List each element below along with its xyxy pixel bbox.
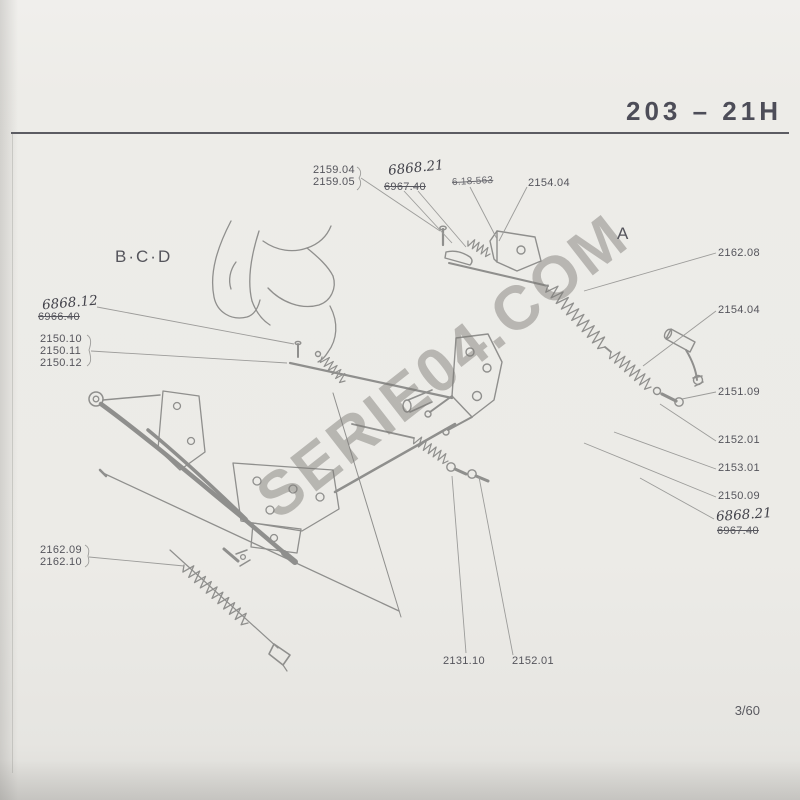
part-number: 2152.01: [512, 655, 554, 667]
bolt: [660, 392, 678, 403]
frame-tube: [333, 422, 457, 494]
superseded-part-number: 6967.40: [717, 525, 759, 537]
clevis: [222, 547, 240, 563]
top-linkage: [439, 225, 684, 407]
bracket-2150: [86, 334, 92, 367]
part-number: 2150.10: [40, 333, 82, 345]
bracket-2162: [84, 544, 90, 568]
bolt: [446, 462, 456, 472]
mounting-plate: [232, 462, 340, 532]
pull-rod: [169, 549, 279, 649]
washer: [652, 386, 662, 396]
leader-lines: [84, 166, 717, 656]
label-group-2162: 2162.09 2162.10: [40, 544, 82, 568]
pull-rod-spring: [182, 564, 249, 626]
part-number: 2153.01: [718, 462, 760, 474]
rod-hook: [268, 643, 291, 666]
clutch-rod: [448, 262, 549, 287]
return-spring-large: [545, 284, 606, 350]
cable: [332, 392, 402, 618]
bracket-plate: [496, 230, 542, 272]
view-label-a: A: [617, 224, 631, 243]
right-lever-part: [663, 328, 704, 387]
bolt: [467, 469, 477, 479]
small-spring: [467, 239, 491, 258]
page-number: 3/60: [734, 703, 760, 718]
center-spring: [413, 436, 449, 465]
part-number: 2162.09: [40, 544, 82, 556]
small-plate: [250, 522, 302, 554]
scan-shadow-left: [0, 0, 18, 800]
fold-line: [12, 133, 13, 773]
view-label-bcd: B·C·D: [115, 247, 173, 266]
label-group-2150: 2150.10 2150.11 2150.12: [40, 333, 82, 369]
body-outline: [211, 220, 337, 363]
pedal-arm-2: [146, 428, 248, 521]
part-number: 2162.08: [718, 247, 760, 259]
part-number: 2151.09: [718, 386, 760, 398]
part-number: 2159.05: [313, 176, 355, 188]
bracket-2159: [356, 166, 362, 191]
part-number: 2154.04: [528, 177, 570, 189]
part-number: 2131.10: [443, 655, 485, 667]
superseded-part-number: 6966.40: [38, 311, 80, 323]
pivot-boss: [88, 391, 104, 407]
pedal-assembly: [88, 390, 402, 672]
torque-rod: [288, 361, 454, 400]
long-rod: [102, 472, 400, 612]
part-number: 2154.04: [718, 304, 760, 316]
page-code: 203 – 21H: [626, 96, 782, 126]
part-number: 2150.09: [718, 490, 760, 502]
superseded-part-number: 6967.40: [384, 181, 426, 193]
part-number: 2162.10: [40, 556, 82, 568]
pedal-arm: [98, 401, 291, 559]
return-spring-small: [608, 351, 652, 390]
bellcrank-assembly: [288, 333, 503, 494]
part-number: 2152.01: [718, 434, 760, 446]
rod-spring: [319, 356, 346, 384]
part-number: 2150.11: [40, 345, 82, 357]
scan-shadow-bottom: [0, 760, 800, 800]
struck-part-number: 6.18.563: [451, 174, 494, 189]
bracket: [157, 390, 206, 471]
part-number: 2150.12: [40, 357, 82, 369]
label-group-2159: 2159.04 2159.05: [313, 164, 355, 188]
part-number: 2159.04: [313, 164, 355, 176]
